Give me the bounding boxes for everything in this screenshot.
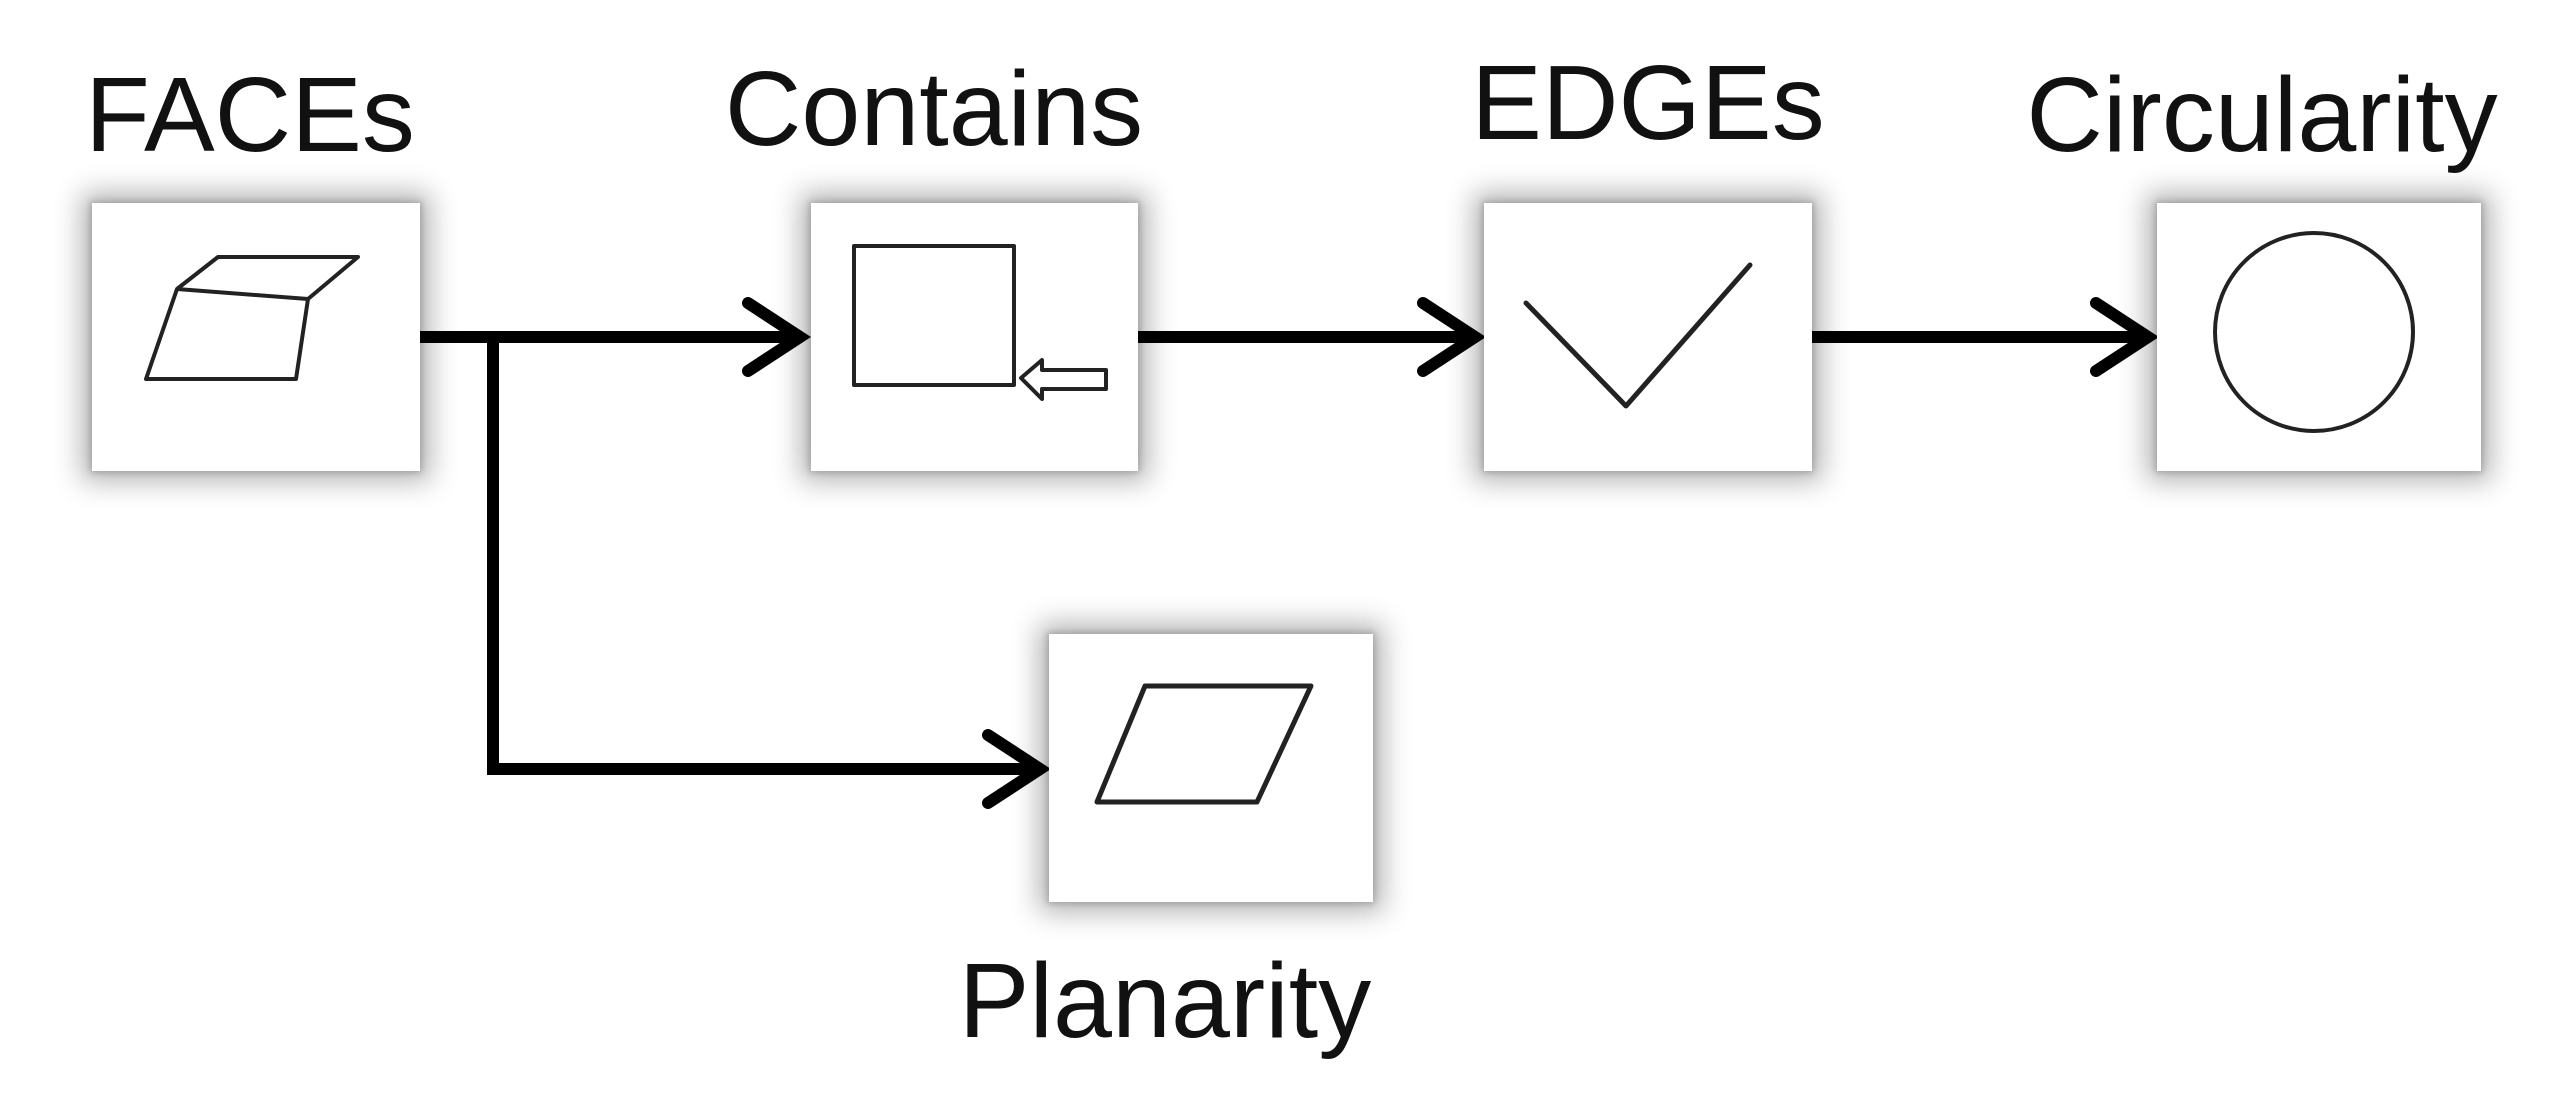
edges-label: EDGEs [1471,44,1825,162]
contains-label: Contains [724,50,1144,168]
arrow-faces-to-contains [420,297,811,377]
planarity-label: Planarity [958,942,1372,1060]
arrow-edges-to-circularity [1812,297,2159,377]
faces-label: FACEs [85,56,415,174]
circle-icon [2213,231,2415,433]
faces-node [92,203,420,471]
planarity-node [1049,634,1373,902]
parallelogram-icon [1094,683,1314,805]
arrow-contains-to-edges [1138,297,1486,377]
contains-node [811,203,1138,471]
edges-node [1484,203,1812,471]
square-with-arrow-icon [852,244,1108,401]
face-parallelepiped-icon [144,255,360,381]
circularity-label: Circularity [2026,56,2498,174]
v-edge-icon [1523,262,1753,409]
circularity-node [2157,203,2481,471]
arrow-faces-to-planarity [487,337,1051,809]
